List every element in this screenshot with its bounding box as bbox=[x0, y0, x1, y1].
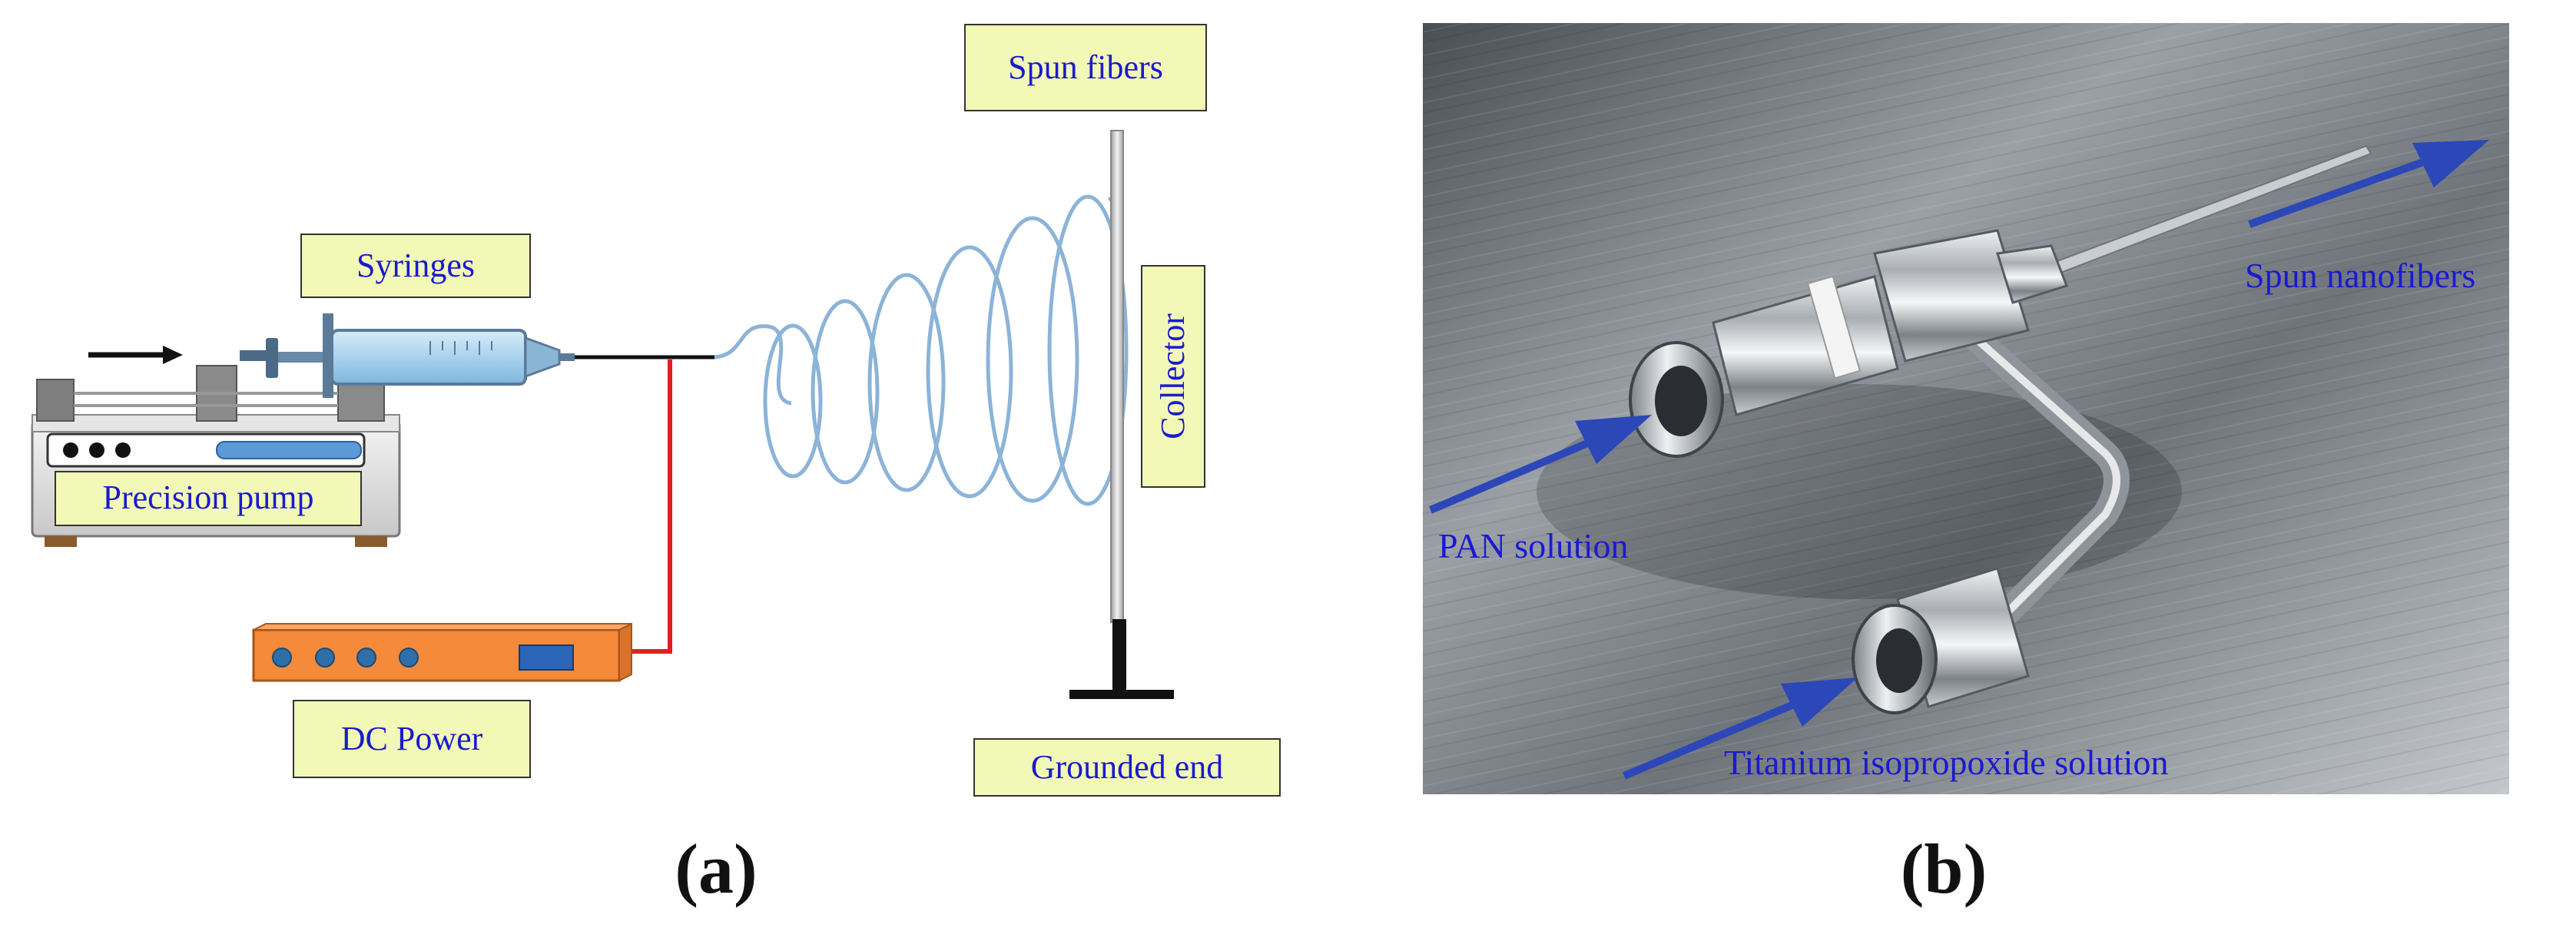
label-syringes: Syringes bbox=[300, 234, 531, 298]
label-spun-fibers: Spun fibers bbox=[964, 24, 1207, 111]
syringe-illustration bbox=[240, 313, 714, 398]
label-dc-power: DC Power bbox=[293, 700, 531, 778]
label-titanium-solution: Titanium isopropoxide solution bbox=[1724, 743, 2168, 782]
label-syringes-text: Syringes bbox=[356, 247, 475, 284]
label-spun-fibers-text: Spun fibers bbox=[1008, 48, 1163, 86]
arrow-spun-nanofibers bbox=[2248, 140, 2489, 228]
fiber-jet bbox=[714, 194, 1129, 506]
label-dc-power-text: DC Power bbox=[341, 720, 483, 757]
label-precision-pump: Precision pump bbox=[55, 471, 362, 526]
photo-arrows bbox=[1429, 140, 2489, 780]
label-grounded-end-text: Grounded end bbox=[1031, 748, 1224, 786]
panel-a: Syringes Precision pump DC Power Spun fi… bbox=[31, 24, 1281, 908]
label-precision-pump-text: Precision pump bbox=[103, 479, 314, 516]
high-voltage-wire bbox=[630, 359, 672, 654]
collector-illustration bbox=[1069, 130, 1174, 699]
label-spun-nanofibers: Spun nanofibers bbox=[2245, 256, 2475, 295]
arrow-pan-solution bbox=[1429, 415, 1652, 514]
label-collector-text: Collector bbox=[1154, 313, 1192, 439]
panel-b: Spun nanofibers PAN solution Titanium is… bbox=[1423, 23, 2509, 908]
label-collector: Collector bbox=[1141, 265, 1205, 488]
label-grounded-end: Grounded end bbox=[973, 738, 1281, 797]
caption-a: (a) bbox=[675, 830, 757, 908]
dc-power-illustration bbox=[252, 622, 632, 682]
coaxial-needle-photo bbox=[1629, 144, 2372, 714]
arrow-titanium-solution bbox=[1623, 678, 1858, 780]
label-pan-solution: PAN solution bbox=[1438, 526, 1629, 565]
caption-b: (b) bbox=[1901, 830, 1987, 908]
